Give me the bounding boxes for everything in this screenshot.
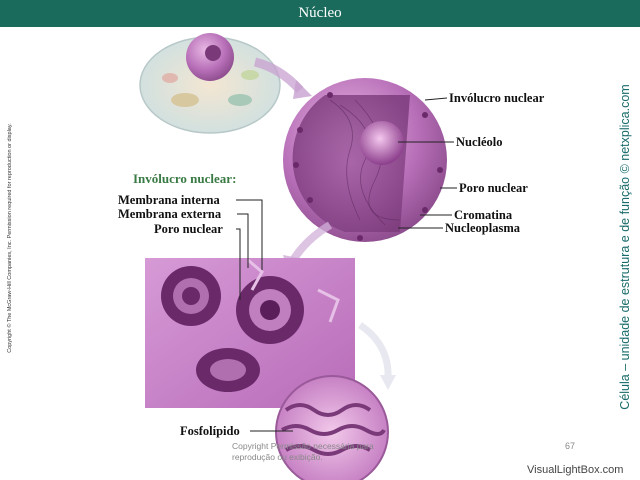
label-involucro-nuclear: Invólucro nuclear [449, 91, 545, 105]
label-membrana-interna: Membrana interna [118, 193, 220, 207]
label-poro-nuclear-top: Poro nuclear [459, 181, 528, 195]
page-number: 67 [565, 441, 576, 451]
phospholipid-zoom [275, 375, 389, 480]
label-fosfolipido: Fosfolípido [180, 424, 240, 438]
cell-thumbnail [139, 33, 281, 134]
pore-complex-bottom [196, 348, 260, 392]
pore-complex-left [161, 266, 221, 326]
nucleus-sphere [283, 78, 447, 242]
label-cromatina: Cromatina [454, 208, 513, 222]
label-membrana-externa: Membrana externa [118, 207, 222, 221]
watermark: VisualLightBox.com [527, 464, 624, 476]
pore-complex-center [236, 276, 304, 344]
label-nucleoplasma: Nucleoplasma [445, 221, 520, 235]
label-nucleolo: Nucléolo [456, 135, 503, 149]
membrane-panel [145, 258, 355, 408]
heading-involucro-nuclear: Invólucro nuclear: [133, 171, 237, 186]
footer-copyright-note: Copyright Permissão necessária para repr… [232, 441, 374, 462]
label-poro-nuclear-left: Poro nuclear [154, 222, 223, 236]
page-title: Núcleo [0, 0, 640, 27]
